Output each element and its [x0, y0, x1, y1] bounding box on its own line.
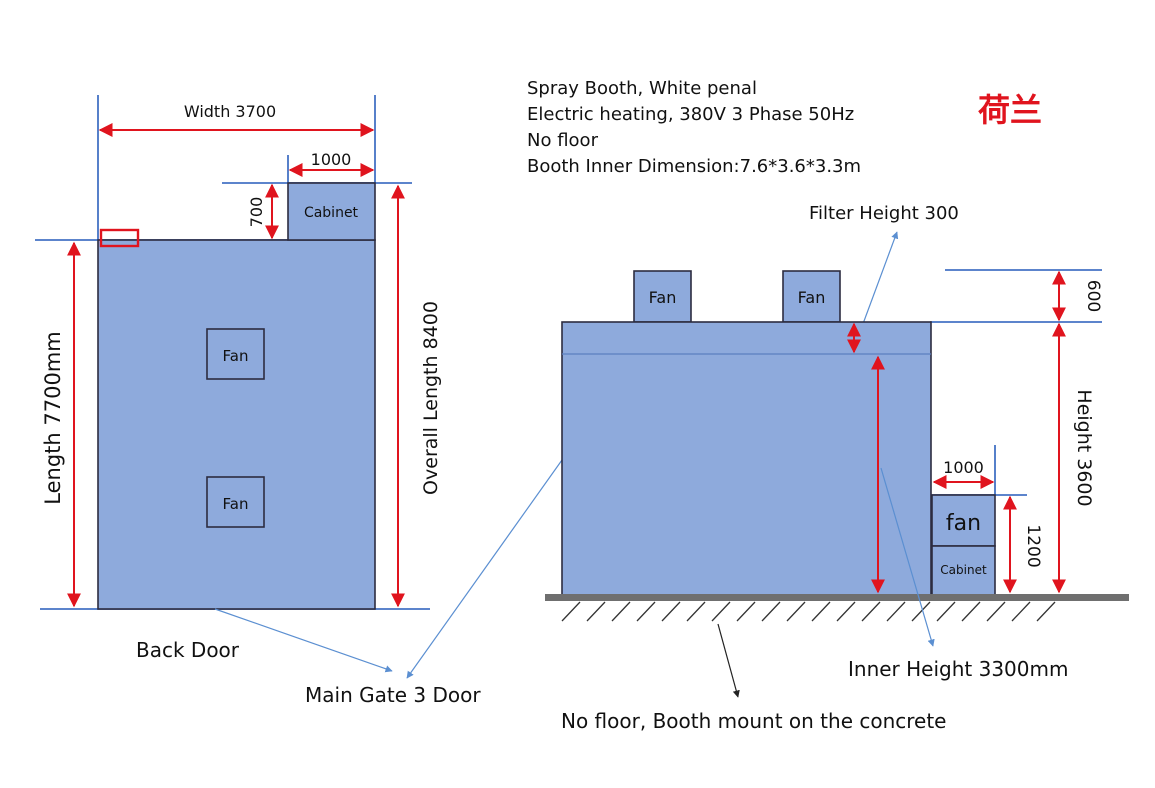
hatch-mark — [711, 601, 731, 622]
booth-top-body — [97, 239, 376, 610]
fan-top-1 — [206, 328, 265, 380]
width-label: Width 3700 — [184, 102, 276, 121]
cabinet-top — [287, 182, 376, 241]
note-line-1: Spray Booth, White penal — [527, 78, 757, 99]
cabinet-top-label: Cabinet — [304, 205, 359, 221]
fan-height-label: 600 — [1083, 280, 1103, 312]
main-gate-label: Main Gate 3 Door — [305, 683, 481, 707]
hatch-mark — [1011, 601, 1031, 622]
hatch-mark — [1036, 601, 1056, 622]
fan-top-2-label: Fan — [223, 495, 249, 513]
overall-length-label: Overall Length 8400 — [420, 301, 442, 495]
back-door-label: Back Door — [136, 638, 240, 662]
length-label: Length 7700mm — [41, 331, 65, 504]
floor-leader — [717, 623, 740, 698]
booth-side-body — [561, 321, 932, 596]
spec-notes: Spray Booth, White penal Electric heatin… — [527, 78, 1042, 177]
hatch-mark — [586, 601, 606, 622]
side-cabinet-height-label: 1200 — [1023, 524, 1043, 567]
roof-fan-1 — [633, 270, 692, 323]
side-cabinet-box — [931, 545, 996, 596]
note-line-4: Booth Inner Dimension:7.6*3.6*3.3m — [527, 156, 861, 177]
side-view: Filter Height 300 Fan Fan fan Cabinet 60… — [545, 203, 1129, 733]
hatch-mark — [611, 601, 631, 622]
hatch-mark — [986, 601, 1006, 622]
ground-hatching — [561, 601, 1056, 622]
hatch-mark — [661, 601, 681, 622]
height-label: Height 3600 — [1073, 389, 1095, 506]
side-fan-label: fan — [946, 511, 981, 536]
roof-fan-1-label: Fan — [649, 288, 677, 307]
roof-fan-2 — [782, 270, 841, 323]
hatch-mark — [961, 601, 981, 622]
cabinet-width-label: 1000 — [311, 150, 352, 169]
side-cabinet-label: Cabinet — [940, 563, 987, 577]
floor-label: No floor, Booth mount on the concrete — [561, 709, 947, 733]
side-cabinet-width-label: 1000 — [943, 458, 984, 477]
filter-height-label: Filter Height 300 — [809, 203, 959, 224]
ground-slab — [545, 594, 1129, 601]
hatch-mark — [786, 601, 806, 622]
roof-fan-2-label: Fan — [798, 288, 826, 307]
hatch-mark — [861, 601, 881, 622]
inner-height-leader — [880, 467, 935, 647]
fan-top-1-label: Fan — [223, 347, 249, 365]
main-gate-leader — [406, 459, 563, 679]
cabinet-depth-label: 700 — [247, 197, 266, 228]
note-line-3: No floor — [527, 130, 599, 151]
country-label: 荷兰 — [978, 91, 1042, 129]
top-view: Cabinet Fan Fan Width 3700 1000 700 Leng… — [35, 95, 563, 707]
hatch-mark — [636, 601, 656, 622]
hatch-mark — [886, 601, 906, 622]
hatch-mark — [911, 601, 931, 622]
note-line-2: Electric heating, 380V 3 Phase 50Hz — [527, 104, 854, 125]
hatch-mark — [936, 601, 956, 622]
hatch-mark — [761, 601, 781, 622]
fan-top-2 — [206, 476, 265, 528]
hatch-mark — [686, 601, 706, 622]
hatch-mark — [561, 601, 581, 622]
entry-marker — [99, 228, 140, 248]
inner-height-label: Inner Height 3300mm — [848, 657, 1068, 681]
hatch-mark — [736, 601, 756, 622]
hatch-mark — [836, 601, 856, 622]
back-door-leader — [214, 608, 393, 673]
hatch-mark — [811, 601, 831, 622]
